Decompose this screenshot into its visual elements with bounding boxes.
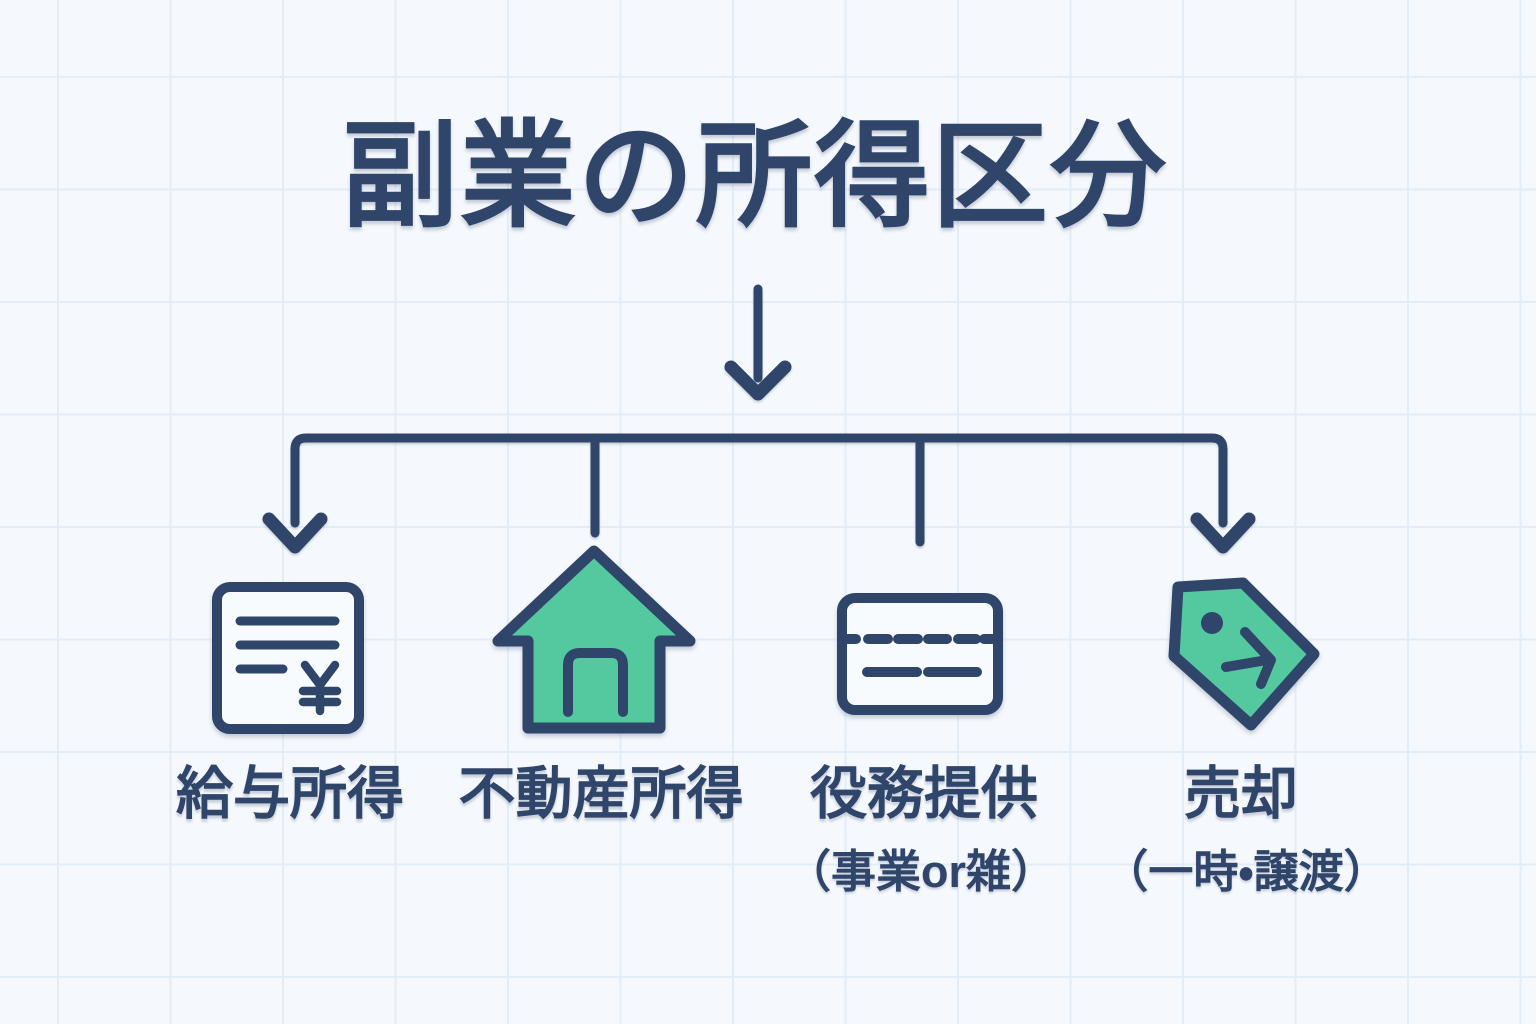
yen-symbol bbox=[298, 660, 342, 716]
branch-label-real-estate-income: 不動産所得 bbox=[458, 762, 744, 826]
arrow-down-left-icon bbox=[262, 512, 328, 554]
arrow-down-icon bbox=[724, 284, 792, 401]
payslip-yen-icon bbox=[212, 582, 364, 734]
branch-bar bbox=[262, 433, 1256, 554]
branch-label-service-provision: 役務提供 bbox=[810, 762, 1038, 826]
branch-sublabel-sale: （一時・譲渡） bbox=[1103, 846, 1389, 897]
branch-sublabel-service-provision: （事業or雑） bbox=[785, 846, 1057, 897]
tag-arrow-icon bbox=[1221, 627, 1276, 689]
house-door bbox=[563, 648, 628, 717]
price-tag-icon bbox=[1168, 577, 1320, 731]
arrow-down-right-icon bbox=[1190, 512, 1256, 554]
branch-label-sale: 売却 bbox=[1184, 762, 1298, 826]
house-icon bbox=[492, 545, 696, 734]
tag-hole bbox=[1201, 612, 1223, 634]
page-title: 副業の所得区分 bbox=[342, 111, 1168, 241]
service-card-icon bbox=[837, 593, 1003, 715]
branch-label-salary-income: 給与所得 bbox=[176, 762, 404, 826]
